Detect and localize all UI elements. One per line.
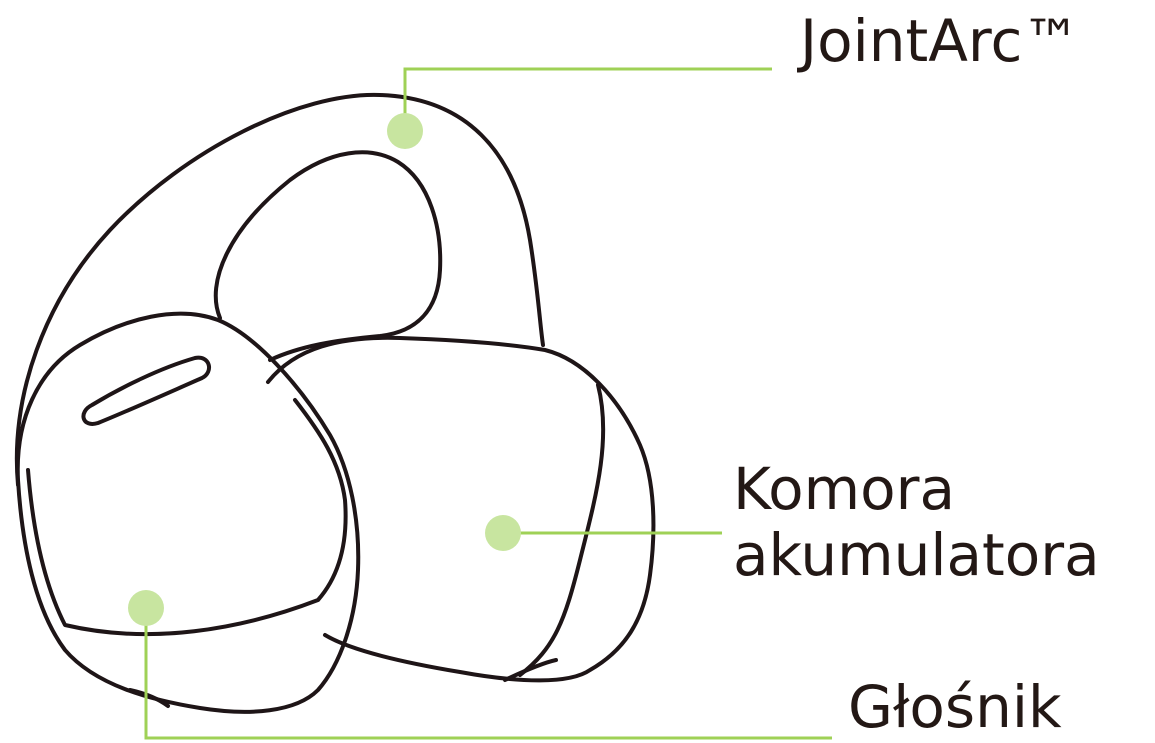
speaker-callout-dot: [128, 590, 164, 626]
jointarc-label: JointArc™: [800, 8, 1080, 74]
jointarc-outer-outline: [17, 95, 543, 485]
jointarc-inner-outline: [216, 152, 440, 360]
speaker-face-outline: [28, 400, 346, 634]
battery-chamber-label-line1: Komora: [733, 456, 1100, 522]
speaker-callout-line: [146, 608, 832, 738]
jointarc-callout-dot: [387, 113, 423, 149]
callouts: [128, 69, 832, 738]
speaker-label: Głośnik: [848, 674, 1062, 740]
speaker-head-outline: [18, 314, 359, 712]
battery-chamber-bottom-slot: [505, 660, 556, 680]
speaker-vent-slot: [83, 358, 209, 424]
jointarc-callout-line: [405, 69, 772, 131]
battery-chamber-label-line2: akumulatora: [733, 522, 1100, 588]
battery-chamber-outline: [268, 338, 653, 681]
battery-callout-dot: [485, 515, 521, 551]
battery-chamber-label: Komora akumulatora: [733, 456, 1100, 588]
earbud-drawing: [17, 95, 654, 712]
battery-chamber-front-edge: [520, 385, 603, 675]
